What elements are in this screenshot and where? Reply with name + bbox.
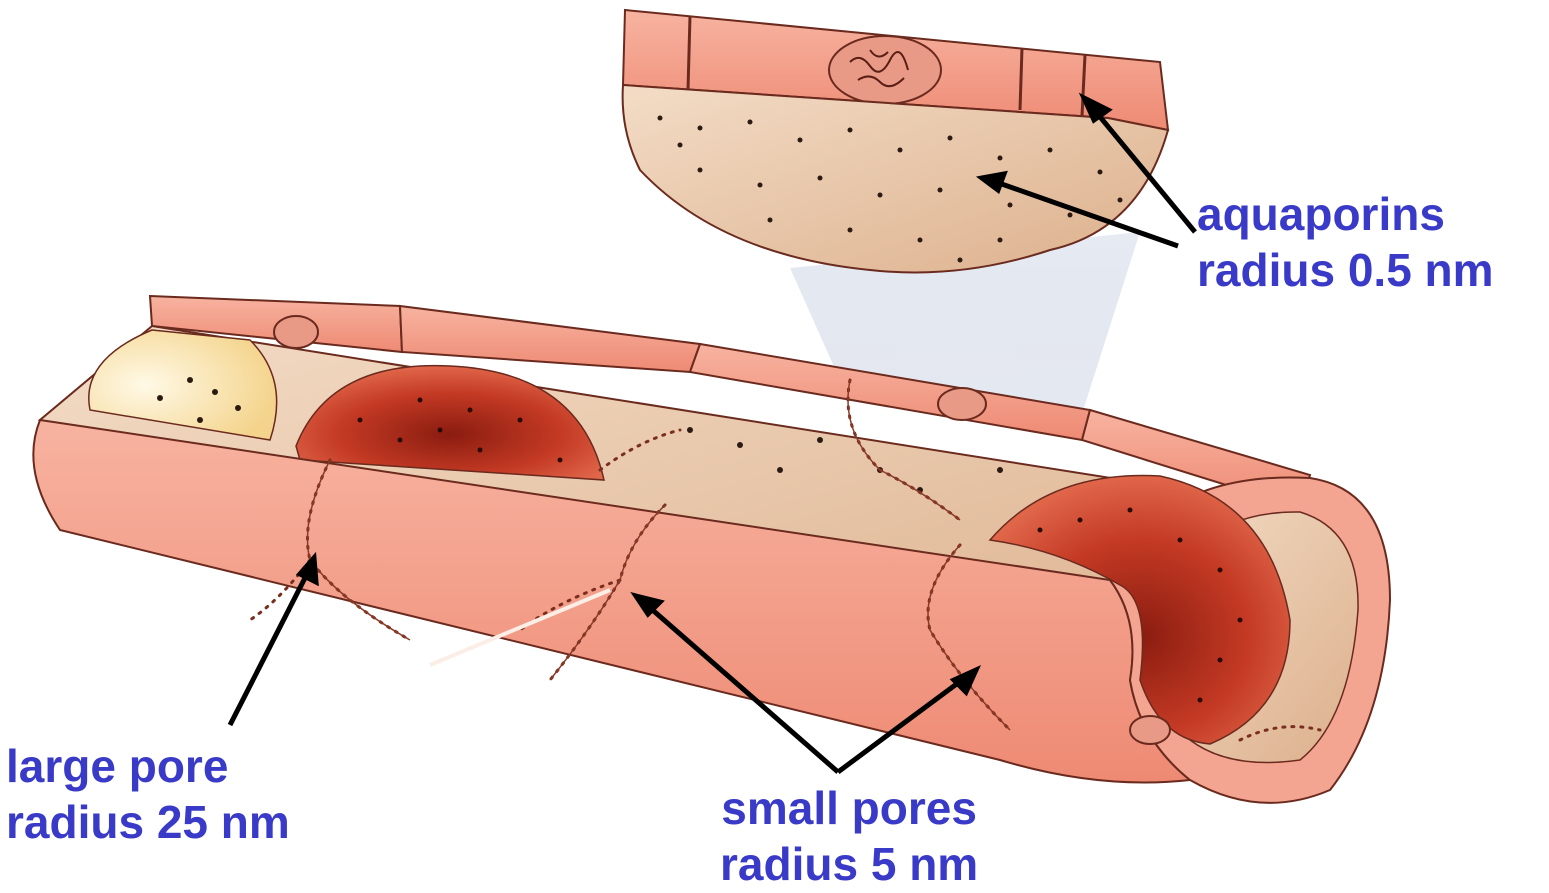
small-pores-label-line1: small pores [720,780,978,836]
aquaporins-label-line2: radius 0.5 nm [1197,242,1494,298]
aquaporins-label-line1: aquaporins [1197,186,1494,242]
large-pore-label: large pore radius 25 nm [6,738,290,850]
magnified-wall-section [623,10,1168,273]
aquaporins-label: aquaporins radius 0.5 nm [1197,186,1494,298]
nucleus-inset [829,36,941,104]
small-pores-label-line2: radius 5 nm [720,836,978,892]
large-pore-label-line1: large pore [6,738,290,794]
nucleus-ring [1130,716,1170,744]
small-pores-label: small pores radius 5 nm [720,780,978,892]
nucleus-top-middle [938,388,986,420]
large-pore-label-line2: radius 25 nm [6,794,290,850]
nucleus-top-left [274,316,318,348]
